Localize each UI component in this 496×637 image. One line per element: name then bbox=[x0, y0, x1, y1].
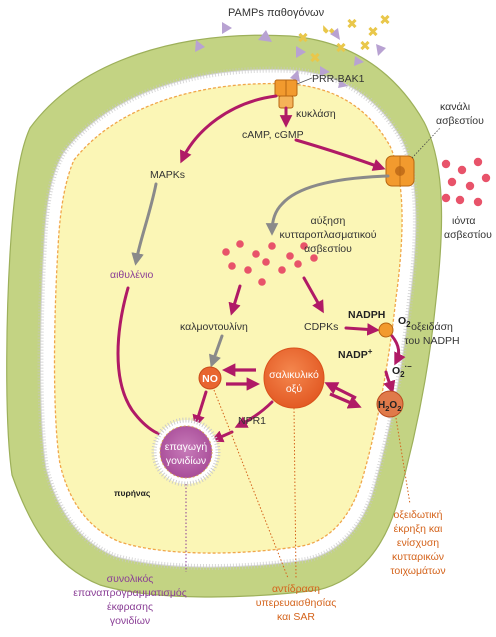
arrow-sa-to-npr1 bbox=[234, 400, 274, 428]
oxidative-label-1: οξειδωτική bbox=[393, 509, 442, 521]
mapks-label: MAPKs bbox=[150, 169, 185, 181]
cytosolic-ca-label-3: ασβεστίου bbox=[304, 243, 352, 255]
cytosolic-ca-label-2: κυτταροπλασματικού bbox=[279, 229, 376, 241]
superoxide-label: O2·– bbox=[392, 362, 412, 379]
leader-hr-from-no bbox=[213, 389, 289, 579]
arrow-mapks-to-ethylene bbox=[131, 182, 158, 266]
nadph-oxidase-label-1: οξειδάση bbox=[411, 321, 453, 333]
gene-induction-label-2: γονιδίων bbox=[166, 455, 206, 467]
h2o2-node: H2O2 bbox=[376, 390, 404, 418]
calmodulin-label: καλμοντουλίνη bbox=[180, 321, 248, 333]
leader-hr-from-sa bbox=[293, 407, 297, 579]
salicylic-label-2: οξύ bbox=[286, 383, 303, 395]
no-label: NO bbox=[202, 373, 218, 385]
global-label-1: συνολικός bbox=[107, 573, 154, 585]
calcium-channel-label-2: ασβεστίου bbox=[436, 115, 484, 127]
arrow-ethylene-to-genes bbox=[116, 286, 176, 443]
h2o2-label: H2O2 bbox=[378, 400, 401, 413]
prr-bak1-label: PRR-BAK1 bbox=[312, 73, 365, 85]
nadph-label: NADPH bbox=[348, 309, 385, 321]
camp-label: cAMP, cGMP bbox=[242, 129, 304, 141]
signal-arrows bbox=[116, 94, 406, 443]
cyclase-label: κυκλάση bbox=[296, 108, 336, 120]
nucleus-label: πυρήνας bbox=[114, 488, 151, 498]
o2-label: O2 bbox=[398, 315, 411, 329]
pamps-label: PAMPs παθογόνων bbox=[228, 7, 325, 19]
pamp-particles bbox=[195, 14, 390, 88]
calcium-ions-label-2: ασβεστίου bbox=[444, 229, 492, 241]
prr-pointer-line bbox=[296, 77, 313, 85]
nucleus: επαγωγή γονιδίων bbox=[151, 417, 221, 487]
extracellular-calcium-ions bbox=[441, 157, 491, 207]
cytosolic-ca-label-1: αύξηση bbox=[311, 215, 346, 227]
arrow-npr1-to-genes bbox=[210, 430, 234, 443]
cdpks-label: CDPKs bbox=[304, 321, 338, 333]
global-label-3: έκφρασης bbox=[107, 601, 153, 613]
cytosolic-calcium-ions bbox=[222, 240, 318, 286]
oxidative-label-3: ενίσχυση bbox=[397, 537, 439, 549]
arrow-calmodulin-to-no bbox=[209, 334, 224, 368]
nitric-oxide-node: NO bbox=[198, 366, 222, 390]
global-label-2: επαναπρογραμματισμός bbox=[73, 587, 187, 599]
prr-bak1-receptor bbox=[274, 79, 298, 109]
double-arrows bbox=[221, 363, 362, 409]
arrow-prr-to-mapks bbox=[180, 94, 278, 164]
calcium-channel-label-1: κανάλι bbox=[440, 101, 471, 113]
global-label-4: γονιδίων bbox=[110, 615, 150, 627]
arrow-cdpks-to-nadph bbox=[344, 323, 380, 336]
gene-induction-label-1: επαγωγή bbox=[165, 441, 208, 453]
salicylic-label-1: σαλικυλικό bbox=[269, 369, 319, 381]
nadph-oxidase-label-2: του NADPH bbox=[404, 335, 459, 347]
hr-label-3: και SAR bbox=[277, 611, 315, 623]
oxidative-label-2: έκρηξη και bbox=[394, 523, 443, 535]
arrow-no-to-genes bbox=[192, 390, 208, 428]
calcium-channel bbox=[385, 155, 415, 187]
oxidative-label-4: κυτταρικών bbox=[392, 551, 444, 563]
ethylene-label: αιθυλένιο bbox=[110, 269, 153, 281]
nadp-label: NADP+ bbox=[338, 347, 373, 361]
gray-arrows bbox=[131, 174, 390, 368]
arrow-ca-to-calmodulin bbox=[228, 284, 242, 316]
arrow-superoxide-to-h2o2 bbox=[383, 370, 396, 394]
cytoplasm bbox=[53, 82, 403, 554]
arrow-channel-to-cytosol bbox=[265, 174, 390, 236]
calcium-ions-label-1: ιόντα bbox=[452, 215, 476, 227]
arrow-camp-to-channel bbox=[294, 138, 386, 171]
nadph-oxidase bbox=[378, 322, 394, 338]
hr-label-1: αντίδραση bbox=[272, 583, 320, 595]
npr1-label: NPR1 bbox=[238, 415, 266, 427]
oxidative-label-5: τοιχωμάτων bbox=[390, 565, 445, 577]
leader-oxidative bbox=[395, 417, 411, 505]
hr-label-2: υπερευαισθησίας bbox=[256, 597, 337, 609]
arrow-ca-to-cdpks bbox=[302, 276, 324, 314]
arrow-nadph-to-superoxide bbox=[390, 334, 406, 366]
channel-pointer-line bbox=[411, 127, 441, 159]
salicylic-acid-node: σαλικυλικό οξύ bbox=[263, 347, 325, 409]
